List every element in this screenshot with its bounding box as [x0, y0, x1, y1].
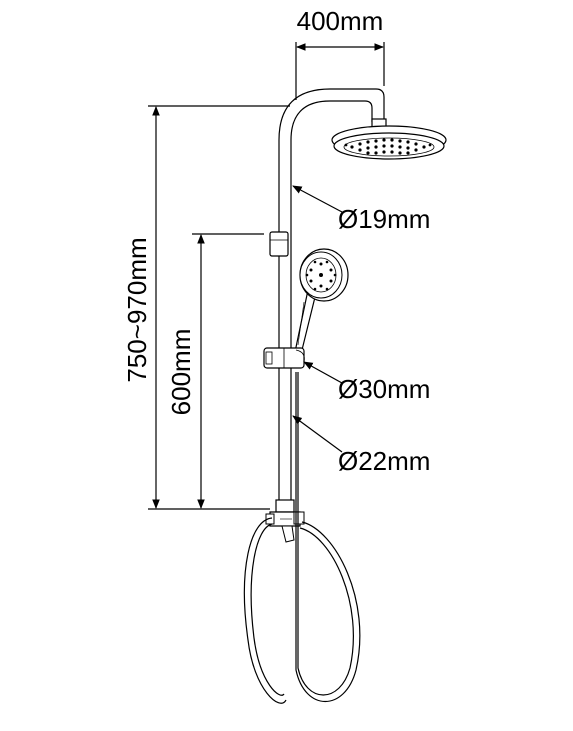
rail-height-label: 600mm: [166, 329, 196, 416]
leader-top-pipe: Ø19mm: [292, 185, 430, 234]
total-height-label: 750~970mm: [122, 237, 152, 382]
head-width-dimension: 400mm: [295, 6, 385, 100]
rail-top-bracket: [269, 231, 289, 257]
riser-pipe: [278, 88, 385, 500]
overhead-shower-head: [331, 118, 447, 160]
slider-holder: [263, 347, 305, 369]
shower-hose: [243, 372, 361, 704]
rail-height-dimension: 600mm: [166, 233, 264, 509]
head-width-label: 400mm: [297, 6, 384, 36]
leader-lower-pipe: Ø22mm: [292, 415, 430, 476]
hand-shower: [294, 248, 349, 355]
diverter-valve: [265, 499, 305, 543]
slider-diameter-label: Ø30mm: [338, 374, 430, 404]
total-height-dimension: 750~970mm: [122, 105, 290, 510]
leader-slider: Ø30mm: [303, 361, 430, 404]
top-pipe-diameter-label: Ø19mm: [338, 204, 430, 234]
lower-pipe-diameter-label: Ø22mm: [338, 446, 430, 476]
